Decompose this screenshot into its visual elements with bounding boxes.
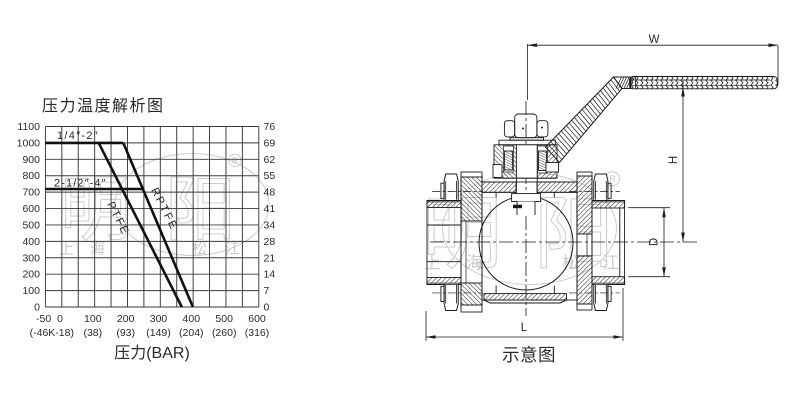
svg-text:21: 21: [264, 252, 276, 264]
svg-text:41: 41: [264, 203, 276, 215]
svg-text:700: 700: [22, 187, 40, 199]
svg-text:0: 0: [34, 302, 40, 314]
svg-text:0: 0: [264, 302, 270, 314]
svg-text:压力温度解析图: 压力温度解析图: [42, 97, 165, 115]
svg-text:L: L: [521, 322, 528, 334]
svg-text:(316): (316): [245, 327, 270, 339]
svg-text:7: 7: [264, 285, 270, 297]
svg-text:62: 62: [264, 154, 276, 166]
svg-text:(38): (38): [83, 327, 102, 339]
svg-text:0: 0: [57, 313, 63, 325]
svg-text:(204): (204): [179, 327, 204, 339]
svg-text:28: 28: [264, 236, 276, 248]
svg-text:松江: 松江: [562, 254, 642, 273]
svg-text:W: W: [649, 34, 660, 46]
svg-text:R: R: [609, 174, 616, 184]
svg-text:R: R: [232, 156, 239, 166]
svg-text:600: 600: [22, 203, 40, 215]
svg-text:400: 400: [183, 313, 201, 325]
svg-text:500: 500: [22, 220, 40, 232]
svg-text:69: 69: [264, 137, 276, 149]
svg-text:500: 500: [215, 313, 233, 325]
svg-text:示意图: 示意图: [502, 345, 556, 365]
svg-text:H: H: [668, 156, 680, 164]
svg-text:(93): (93): [116, 327, 135, 339]
svg-text:55: 55: [264, 170, 276, 182]
svg-text:900: 900: [22, 154, 40, 166]
svg-text:压力(BAR): 压力(BAR): [114, 344, 190, 362]
svg-text:100: 100: [84, 313, 102, 325]
svg-text:34: 34: [264, 220, 276, 232]
svg-text:上海: 上海: [59, 241, 121, 258]
svg-text:300: 300: [22, 252, 40, 264]
svg-text:48: 48: [264, 187, 276, 199]
svg-text:100: 100: [22, 285, 40, 297]
svg-text:(-46K-18): (-46K-18): [30, 327, 74, 339]
svg-text:1000: 1000: [17, 137, 41, 149]
svg-text:(149): (149): [146, 327, 171, 339]
svg-text:1/4″-2″: 1/4″-2″: [57, 130, 99, 142]
svg-text:2-1/2″-4″: 2-1/2″-4″: [54, 178, 107, 190]
svg-text:(260): (260): [212, 327, 237, 339]
svg-text:1100: 1100: [17, 121, 40, 133]
svg-text:76: 76: [264, 121, 276, 133]
svg-text:D: D: [649, 238, 661, 246]
svg-text:800: 800: [22, 170, 40, 182]
svg-text:上海: 上海: [424, 254, 508, 273]
svg-text:松江: 松江: [192, 241, 258, 258]
svg-text:400: 400: [22, 236, 40, 248]
svg-text:14: 14: [264, 269, 276, 281]
svg-text:200: 200: [22, 269, 40, 281]
svg-text:300: 300: [150, 313, 168, 325]
svg-text:-50: -50: [36, 313, 51, 325]
svg-text:600: 600: [248, 313, 266, 325]
svg-text:200: 200: [117, 313, 135, 325]
